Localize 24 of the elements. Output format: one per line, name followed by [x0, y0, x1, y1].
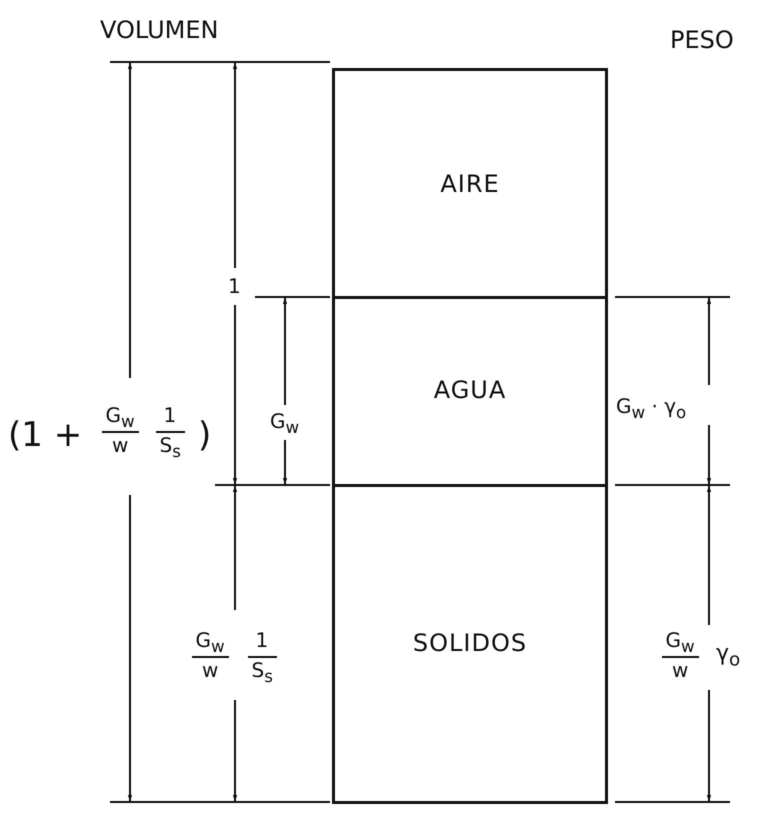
dimension-label: 1: [228, 276, 241, 296]
phase-name: AGUA: [434, 376, 506, 404]
denominator: S$_{s}$: [160, 435, 181, 461]
phase-block: [332, 296, 608, 487]
dimension-label: G$_{w}$: [270, 411, 300, 437]
numerator: G$_{w}$: [666, 630, 695, 656]
numerator: G$_{w}$: [106, 405, 135, 431]
formula-text: ): [198, 418, 212, 452]
formula-text: γ$_{o}$: [716, 643, 740, 670]
phase-name: AIRE: [440, 170, 500, 198]
dimension-label: G$_{w}$ · γ$_{o}$: [616, 396, 686, 422]
phase-block: [332, 484, 608, 804]
denominator: w: [112, 435, 128, 455]
axis-heading: PESO: [670, 28, 734, 52]
numerator: 1: [164, 405, 176, 425]
phase-name: SOLIDOS: [412, 628, 528, 656]
phase-block: [332, 68, 608, 299]
denominator: S$_{s}$: [252, 660, 273, 686]
numerator: G$_{w}$: [196, 630, 225, 656]
numerator: 1: [256, 630, 268, 650]
denominator: w: [202, 660, 218, 680]
formula-text: (1 +: [8, 418, 82, 452]
denominator: w: [672, 660, 688, 680]
axis-heading: VOLUMEN: [100, 18, 218, 42]
